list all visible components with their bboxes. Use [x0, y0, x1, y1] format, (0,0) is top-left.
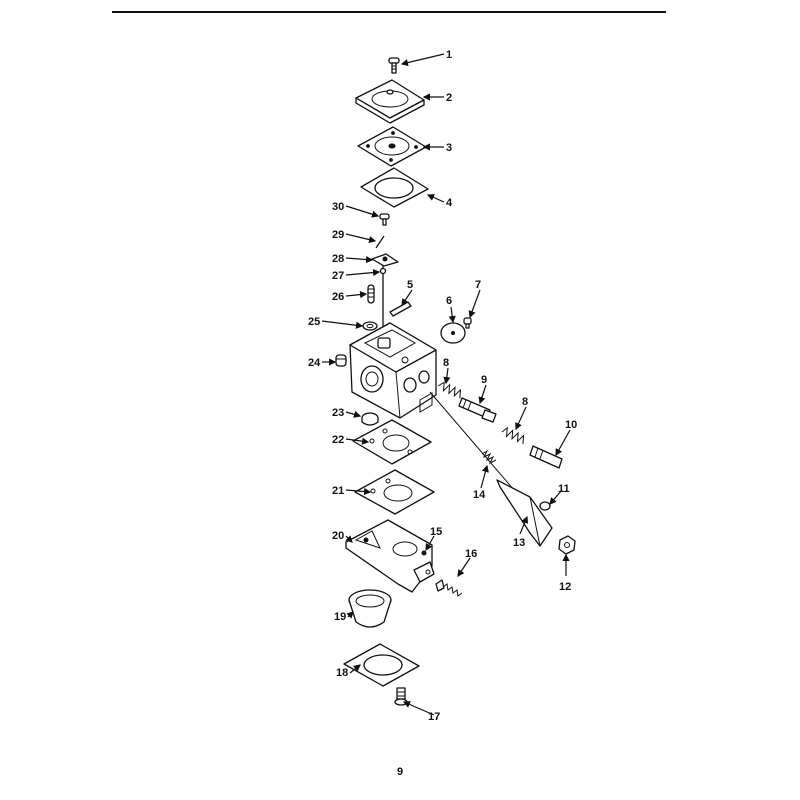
part-29-lever — [375, 235, 385, 249]
carburetor-body — [349, 322, 437, 419]
callout-7: 7 — [475, 279, 481, 291]
part-21-diaphragm — [354, 469, 435, 515]
callout-3: 3 — [446, 142, 452, 154]
callout-30: 30 — [332, 201, 344, 213]
part-20-metering-body — [345, 519, 435, 593]
throttle-shaft — [429, 391, 521, 498]
part-14-spring — [481, 449, 497, 465]
part-18-retainer — [343, 643, 420, 687]
header-rule — [112, 11, 666, 13]
callout-9: 9 — [481, 374, 487, 386]
part-24-plug — [335, 354, 347, 367]
callout-11: 11 — [558, 483, 570, 495]
callout-22: 22 — [332, 434, 344, 446]
part-23-cap — [361, 412, 379, 426]
part-28-metering-lever — [371, 253, 399, 267]
part-10-adjust-screw — [529, 445, 563, 469]
callout-labels: 1 2 3 4 5 6 7 8 8 9 10 11 12 13 14 15 16… — [308, 49, 577, 723]
callout-2: 2 — [446, 92, 452, 104]
callout-14: 14 — [473, 489, 486, 501]
callout-6: 6 — [446, 295, 452, 307]
part-9-adjust-screw — [458, 397, 497, 423]
callout-10: 10 — [565, 419, 577, 431]
callout-19: 19 — [334, 611, 346, 623]
page-number: 9 — [396, 766, 404, 778]
callout-26: 26 — [332, 291, 344, 303]
callout-1: 1 — [446, 49, 452, 61]
part-8-spring-lower — [501, 426, 525, 444]
callout-17: 17 — [428, 711, 440, 723]
callout-28: 28 — [332, 253, 344, 265]
part-25-washer — [362, 321, 378, 331]
callout-18: 18 — [336, 667, 348, 679]
callout-27: 27 — [332, 270, 344, 282]
callout-4: 4 — [446, 197, 453, 209]
part-26-spring — [367, 284, 375, 304]
callout-23: 23 — [332, 407, 344, 419]
callout-21: 21 — [332, 485, 344, 497]
callout-16: 16 — [465, 548, 477, 560]
part-30-screw — [379, 213, 390, 226]
part-11-washer — [539, 501, 551, 511]
part-1-screw — [388, 57, 400, 74]
part-19-primer-bulb — [348, 589, 392, 628]
callout-13: 13 — [513, 537, 525, 549]
callout-15: 15 — [430, 526, 442, 538]
callout-8b: 8 — [522, 396, 528, 408]
part-8-spring-upper — [437, 381, 462, 399]
callout-12: 12 — [559, 581, 571, 593]
part-7-screw — [463, 317, 472, 329]
callout-29: 29 — [332, 229, 344, 241]
callout-5: 5 — [407, 279, 413, 291]
part-12-nut — [558, 535, 576, 555]
part-22-gasket — [352, 419, 432, 465]
part-6-plate — [440, 322, 466, 344]
callout-8a: 8 — [443, 357, 449, 369]
part-13-choke-lever — [496, 479, 553, 547]
callout-24: 24 — [308, 357, 321, 369]
part-16-screw — [435, 579, 463, 597]
part-15-pin — [421, 550, 427, 556]
part-5-pin — [389, 301, 412, 317]
callout-25: 25 — [308, 316, 320, 328]
part-2-pump-cover — [355, 79, 425, 124]
callout-leaders — [321, 53, 571, 716]
part-3-diaphragm — [357, 126, 427, 167]
part-4-gasket — [360, 167, 429, 208]
callout-20: 20 — [332, 530, 344, 542]
